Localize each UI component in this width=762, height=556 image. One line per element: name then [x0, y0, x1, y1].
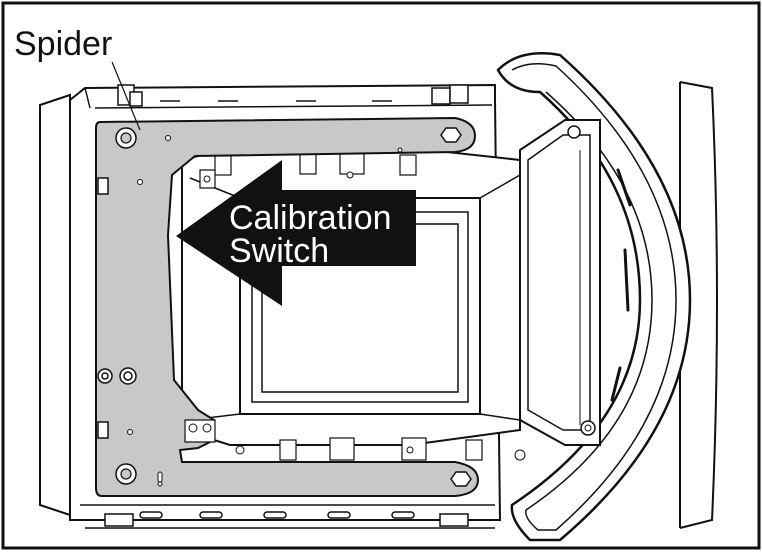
spider-leader-line — [111, 61, 141, 131]
calibration-switch-label-line2: Switch — [229, 232, 329, 270]
calibration-arrow — [176, 160, 416, 306]
lamp-handle — [496, 52, 692, 542]
calibration-switch-label-line1: Calibration — [229, 199, 392, 237]
spider-label: Spider — [14, 25, 112, 63]
left-housing-wall — [39, 93, 71, 517]
spider-bracket — [95, 116, 480, 497]
bottom-slots — [104, 511, 469, 527]
housing-screws — [97, 177, 137, 439]
lamp-module — [519, 119, 632, 446]
